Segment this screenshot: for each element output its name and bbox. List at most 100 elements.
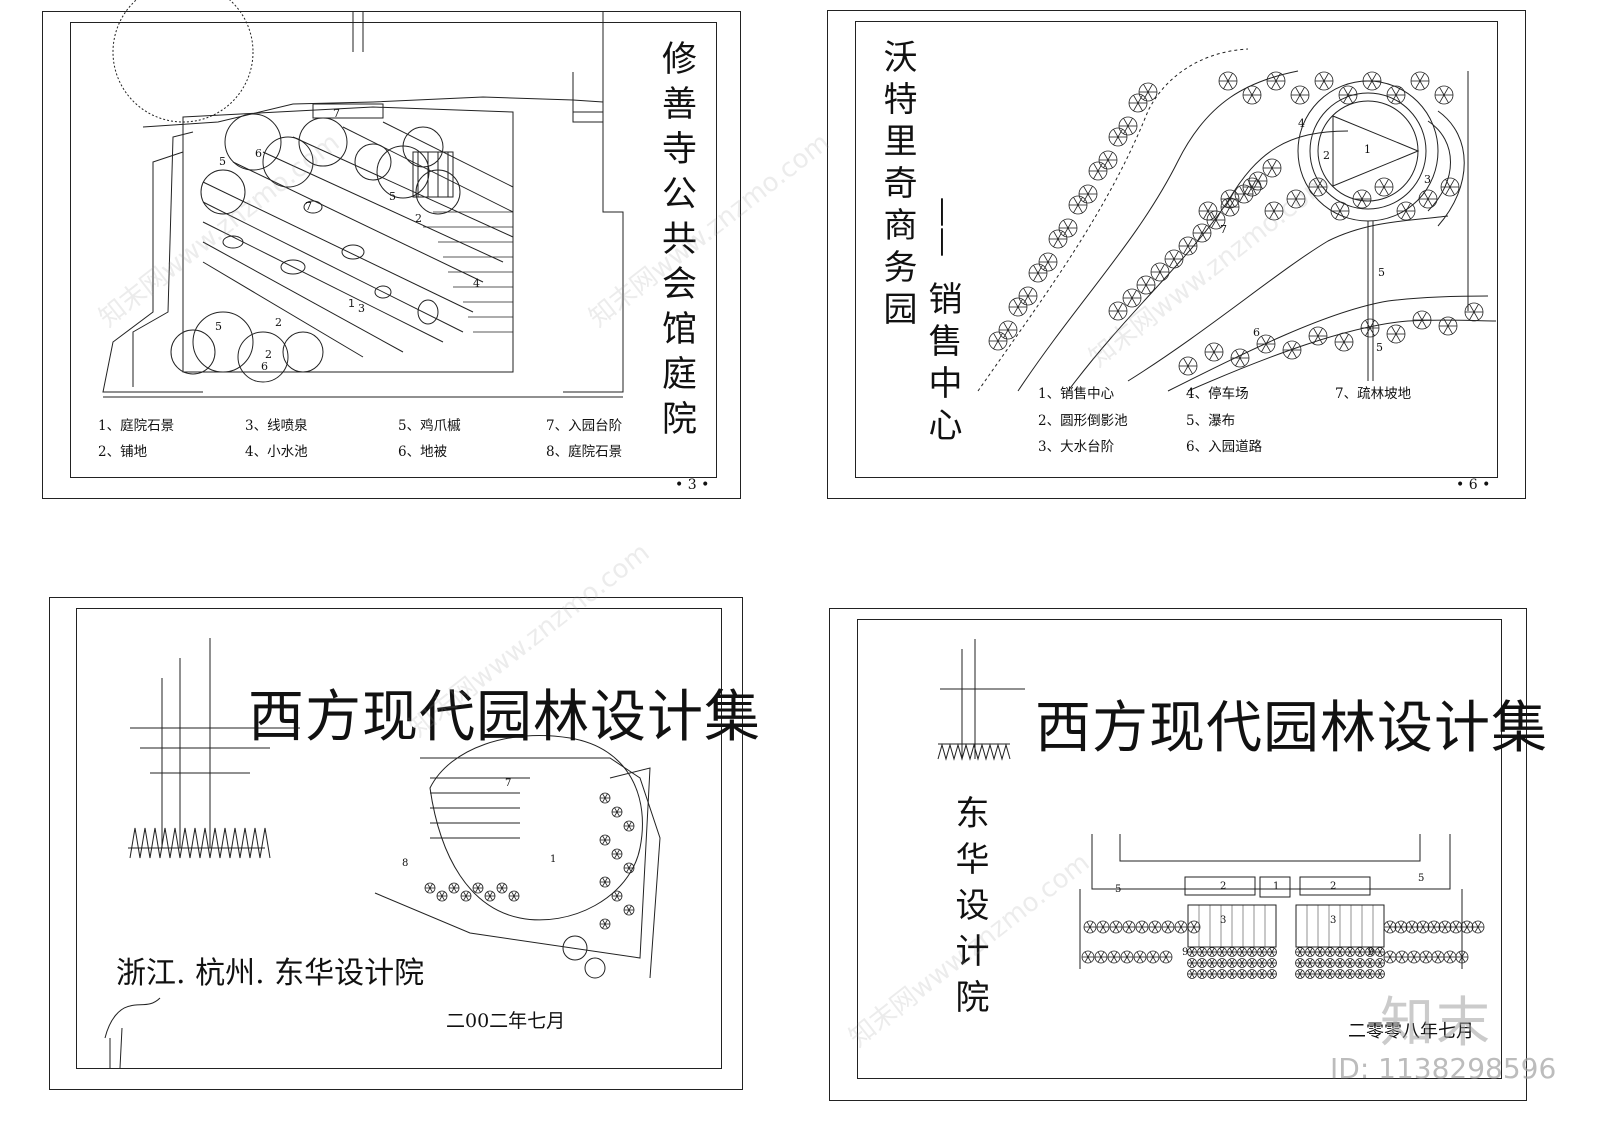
tree-symbol-stroke bbox=[1377, 951, 1381, 957]
tree-symbol-stroke bbox=[1093, 163, 1099, 172]
tree-symbol-stroke bbox=[1225, 191, 1231, 200]
tree-symbol-stroke bbox=[1313, 335, 1319, 344]
tree-symbol-stroke bbox=[1191, 962, 1195, 968]
tree-symbol-stroke bbox=[1349, 969, 1353, 975]
tree-symbol-stroke bbox=[1164, 921, 1169, 928]
tree-symbol-stroke bbox=[1309, 951, 1313, 957]
tree-symbol-stroke bbox=[1369, 320, 1375, 329]
tree-symbol-stroke bbox=[1137, 95, 1143, 104]
tree-symbol-stroke bbox=[1113, 956, 1118, 963]
tree-symbol-stroke bbox=[1271, 73, 1277, 82]
tree-symbol-stroke bbox=[1147, 84, 1153, 93]
tree-symbol-stroke bbox=[1386, 951, 1391, 958]
tree-symbol-stroke bbox=[1335, 203, 1341, 212]
legend-item: 8、庭院石景 bbox=[546, 444, 623, 460]
tree-symbol-stroke bbox=[1221, 973, 1225, 979]
plan-label: 1 bbox=[550, 854, 557, 865]
tree-symbol-stroke bbox=[1165, 956, 1170, 963]
tree-symbol-stroke bbox=[1084, 951, 1089, 958]
plan-label: 5 bbox=[215, 320, 222, 333]
tree-symbol-stroke bbox=[1349, 951, 1353, 957]
tree-symbol-stroke bbox=[1113, 310, 1119, 319]
plan-label: 2 bbox=[1330, 881, 1337, 892]
tree-symbol-stroke bbox=[1155, 271, 1161, 280]
sheet-title-vertical: 沃特里奇商务园 bbox=[877, 39, 917, 333]
tree-symbol-stroke bbox=[1183, 365, 1189, 374]
tree-symbol-stroke bbox=[1169, 251, 1175, 260]
tree-symbol-stroke bbox=[604, 877, 608, 883]
tree-symbol-stroke bbox=[1369, 969, 1373, 975]
legend-item: 4、小水池 bbox=[245, 444, 308, 460]
cover-title: 西方现代园林设计集 bbox=[1035, 696, 1548, 761]
tree-symbol-stroke bbox=[1187, 238, 1193, 247]
tree-symbol-stroke bbox=[1473, 311, 1479, 320]
tree-symbol-stroke bbox=[1452, 926, 1457, 933]
tree-symbol-stroke bbox=[1063, 227, 1069, 236]
tree-symbol-stroke bbox=[1251, 973, 1255, 979]
tree-symbol-stroke bbox=[1329, 947, 1333, 953]
tree-symbol-stroke bbox=[1291, 342, 1297, 351]
plan-label: 2 bbox=[275, 316, 282, 329]
page-number: • 3 • bbox=[675, 477, 710, 493]
plan-label: 5 bbox=[1115, 884, 1122, 895]
tree-symbol-stroke bbox=[1291, 349, 1297, 358]
tree-symbol-stroke bbox=[1107, 152, 1113, 161]
tree-symbol-stroke bbox=[1327, 973, 1331, 979]
tree-symbol-stroke bbox=[1127, 118, 1133, 127]
tree-symbol-stroke bbox=[1089, 926, 1094, 933]
tree-symbol-stroke bbox=[1261, 962, 1265, 968]
tree-symbol-stroke bbox=[1187, 358, 1193, 367]
tree-symbol-stroke bbox=[1087, 951, 1092, 958]
cover-date: 二零零八年七月 bbox=[1348, 1021, 1474, 1042]
tree-symbol-stroke bbox=[1319, 80, 1325, 89]
cover-plan-drawing bbox=[937, 639, 1485, 979]
tree-symbol-stroke bbox=[628, 867, 632, 873]
tree-symbol-stroke bbox=[1422, 921, 1427, 928]
tree-symbol-stroke bbox=[1357, 969, 1361, 975]
tree-symbol-stroke bbox=[1349, 962, 1353, 968]
tree-symbol-stroke bbox=[1439, 87, 1445, 96]
tree-symbol-stroke bbox=[1299, 947, 1303, 953]
tree-symbol-stroke bbox=[1271, 958, 1275, 964]
tree-symbol-stroke bbox=[1123, 118, 1129, 127]
tree-symbol-stroke bbox=[1327, 969, 1331, 975]
tree-symbol-stroke bbox=[1359, 947, 1363, 953]
tree-symbol-stroke bbox=[1329, 973, 1333, 979]
tree-symbol-stroke bbox=[1271, 80, 1277, 89]
tree-symbol-stroke bbox=[1089, 921, 1094, 928]
tree-symbol-stroke bbox=[1317, 947, 1321, 953]
tree-symbol-stroke bbox=[1463, 921, 1468, 928]
tree-symbol-stroke bbox=[1203, 210, 1209, 219]
tree-symbol-stroke bbox=[1469, 311, 1475, 320]
plan-label: 7 bbox=[333, 107, 340, 120]
tree-symbol-stroke bbox=[1337, 962, 1341, 968]
tree-symbol-stroke bbox=[1271, 160, 1277, 169]
tree-symbol-stroke bbox=[1211, 958, 1215, 964]
tree-symbol-stroke bbox=[1275, 80, 1281, 89]
tree-symbol-stroke bbox=[475, 883, 479, 889]
tree-symbol-stroke bbox=[1180, 921, 1185, 928]
tree-symbol-stroke bbox=[465, 891, 469, 897]
tree-symbol-stroke bbox=[1007, 322, 1013, 331]
tree-symbol-stroke bbox=[1271, 962, 1275, 968]
tree-symbol-stroke bbox=[1239, 973, 1243, 979]
tree-symbol-stroke bbox=[1215, 219, 1221, 228]
tree-symbol-stroke bbox=[1357, 947, 1361, 953]
tree-symbol-stroke bbox=[1221, 947, 1225, 953]
sales-center-plan-drawing bbox=[977, 48, 1497, 392]
tree-symbol-stroke bbox=[1309, 962, 1313, 968]
tree-symbol-stroke bbox=[1421, 312, 1427, 321]
tree-symbol-stroke bbox=[1191, 947, 1195, 953]
tree-symbol-stroke bbox=[1093, 170, 1099, 179]
tree-symbol-stroke bbox=[1057, 231, 1063, 240]
tree-symbol-stroke bbox=[1084, 956, 1089, 963]
tree-symbol-stroke bbox=[1013, 299, 1019, 308]
tree-symbol-stroke bbox=[1307, 951, 1311, 957]
tree-symbol-stroke bbox=[1117, 136, 1123, 145]
tree-symbol-stroke bbox=[1297, 969, 1301, 975]
tree-symbol-stroke bbox=[1251, 958, 1255, 964]
tree-symbol-stroke bbox=[1327, 947, 1331, 953]
tree-symbol-stroke bbox=[1401, 210, 1407, 219]
tree-symbol-stroke bbox=[1177, 926, 1182, 933]
tree-symbol-stroke bbox=[1162, 956, 1167, 963]
